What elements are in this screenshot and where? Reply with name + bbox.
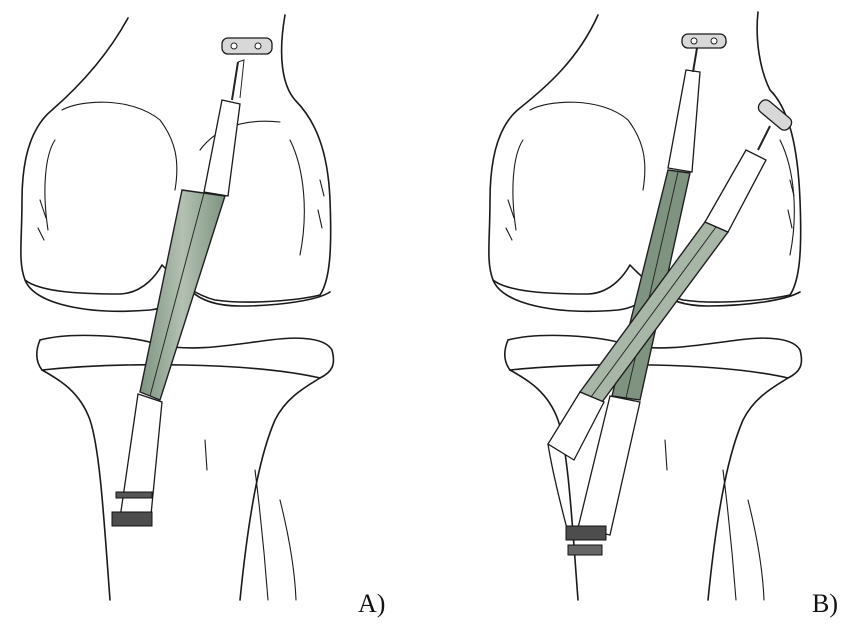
femoral-button-a bbox=[222, 38, 272, 54]
panel-label-b: B) bbox=[812, 589, 838, 618]
tibial-fixation-a bbox=[112, 512, 152, 526]
femoral-button-b1 bbox=[682, 34, 726, 48]
panel-label-a: A) bbox=[358, 589, 385, 618]
panel-a-single-bundle: A) bbox=[21, 15, 386, 618]
acl-graft-a bbox=[112, 38, 272, 526]
tibia-b bbox=[505, 335, 802, 600]
panel-b-double-bundle: B) bbox=[489, 12, 838, 618]
femoral-button-b2 bbox=[756, 97, 794, 132]
graft-bundle-am bbox=[578, 34, 726, 535]
tibial-fixation-b bbox=[566, 526, 606, 540]
tibia-a bbox=[37, 335, 334, 600]
